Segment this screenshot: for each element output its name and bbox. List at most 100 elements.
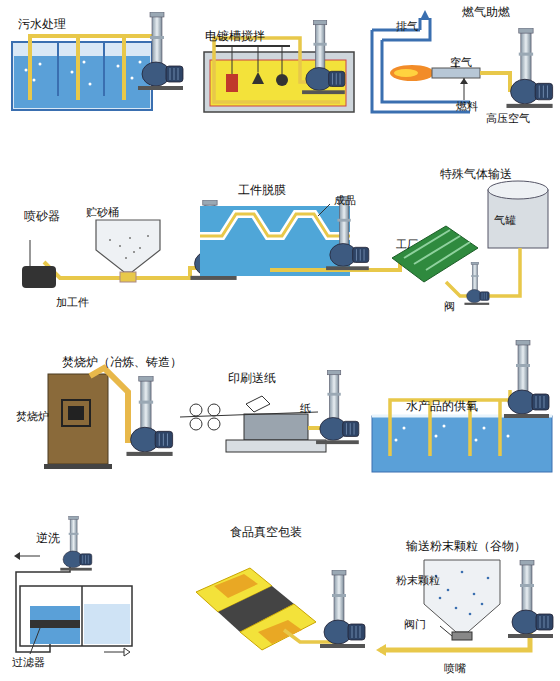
plating-panel bbox=[204, 20, 354, 112]
panel-title: 燃气助燃 bbox=[462, 6, 510, 19]
mixer bbox=[120, 272, 136, 282]
aquaculture-panel bbox=[372, 340, 552, 472]
part-label: 纸 bbox=[300, 402, 311, 415]
panel-title: 印刷送纸 bbox=[228, 372, 276, 385]
blower bbox=[326, 196, 369, 270]
workpiece bbox=[226, 74, 238, 92]
panel-title: 喷砂器 bbox=[24, 210, 60, 223]
incinerator bbox=[48, 374, 108, 464]
divider bbox=[57, 42, 59, 96]
water bbox=[14, 56, 150, 108]
gas-tank-top bbox=[488, 181, 548, 199]
part-label: 空气 bbox=[450, 56, 472, 69]
combustion-panel bbox=[372, 10, 553, 112]
flow-arrow bbox=[20, 556, 40, 557]
incinerator-panel bbox=[44, 368, 173, 469]
water bbox=[84, 604, 130, 644]
panel-title: 输送粉末颗粒（谷物） bbox=[406, 540, 526, 553]
blower bbox=[506, 28, 552, 108]
part-label: 工厂 bbox=[396, 238, 418, 251]
part-label: 阀 bbox=[444, 300, 455, 313]
panel-title: 特殊气体输送 bbox=[440, 168, 512, 181]
bubbles bbox=[395, 425, 510, 442]
blower bbox=[504, 340, 549, 418]
demould-panel bbox=[200, 196, 400, 276]
flame bbox=[390, 65, 434, 81]
roller bbox=[208, 418, 220, 430]
exhaust-arrow bbox=[420, 10, 430, 20]
backwash-panel bbox=[14, 516, 132, 656]
part-label: 粉末颗粒 bbox=[396, 574, 440, 587]
tank bbox=[12, 42, 152, 110]
vacuum-panel bbox=[196, 568, 365, 650]
silo bbox=[424, 560, 500, 632]
sand bbox=[109, 235, 149, 259]
blower bbox=[316, 370, 359, 444]
product bbox=[200, 214, 350, 236]
part-label: 贮砂桶 bbox=[86, 206, 119, 219]
valve bbox=[452, 632, 472, 640]
roller bbox=[208, 404, 220, 416]
roller bbox=[190, 418, 202, 430]
gas-panel bbox=[392, 181, 548, 305]
part-label: 气罐 bbox=[494, 214, 516, 227]
blower bbox=[464, 262, 489, 305]
flame bbox=[394, 69, 418, 77]
water bbox=[30, 606, 80, 644]
powder-panel bbox=[376, 560, 553, 656]
flow-arrow bbox=[104, 652, 124, 653]
panel-title: 水产品的供氧 bbox=[406, 400, 478, 413]
furnace-door bbox=[62, 400, 90, 426]
part-label: 成品 bbox=[334, 194, 356, 207]
gas-pipe bbox=[446, 248, 520, 296]
air-pipe bbox=[30, 36, 155, 100]
panel-title: 工件脱膜 bbox=[238, 184, 286, 197]
bubbles bbox=[25, 61, 142, 86]
sewage-panel bbox=[12, 12, 183, 110]
blower bbox=[138, 12, 183, 90]
burner bbox=[432, 68, 480, 78]
blower bbox=[302, 20, 345, 94]
hook bbox=[30, 240, 31, 266]
rail bbox=[215, 45, 290, 47]
divider bbox=[103, 42, 105, 96]
particles bbox=[435, 571, 490, 616]
part-label: 过滤器 bbox=[12, 656, 45, 669]
product bbox=[200, 214, 350, 236]
blower bbox=[60, 516, 92, 571]
roller bbox=[190, 404, 202, 416]
food bbox=[214, 574, 258, 598]
factory bbox=[392, 226, 478, 282]
part-label: 焚烧炉 bbox=[16, 410, 49, 423]
paper bbox=[180, 412, 318, 417]
blower bbox=[320, 570, 365, 648]
filter bbox=[30, 620, 80, 628]
air-pipe bbox=[390, 390, 510, 456]
printing-panel bbox=[180, 370, 359, 452]
suction-table bbox=[244, 414, 308, 440]
workpiece bbox=[276, 74, 288, 86]
blower bbox=[126, 376, 172, 456]
sheet bbox=[246, 396, 270, 412]
leader bbox=[440, 626, 452, 636]
part-label: 阀门 bbox=[404, 618, 426, 631]
base bbox=[226, 440, 326, 452]
panel-title: 逆洗 bbox=[36, 532, 60, 545]
panel-title: 污水处理 bbox=[18, 18, 66, 31]
blower bbox=[508, 560, 553, 638]
sand-hopper bbox=[96, 220, 160, 272]
workpiece bbox=[22, 266, 56, 288]
air-pipe bbox=[16, 560, 70, 652]
pond bbox=[372, 416, 552, 472]
panel-title: 电镀槽搅拌 bbox=[205, 30, 265, 43]
air-pipe bbox=[90, 368, 138, 440]
part-label: 喷嘴 bbox=[444, 662, 466, 675]
panel-title: 食品真空包装 bbox=[230, 526, 302, 539]
part-label: 排气 bbox=[396, 20, 418, 33]
mould bbox=[200, 206, 350, 276]
leader bbox=[30, 628, 40, 654]
workpiece bbox=[252, 72, 264, 84]
part-label: 高压空气 bbox=[486, 112, 530, 125]
air-pipe bbox=[380, 612, 530, 650]
